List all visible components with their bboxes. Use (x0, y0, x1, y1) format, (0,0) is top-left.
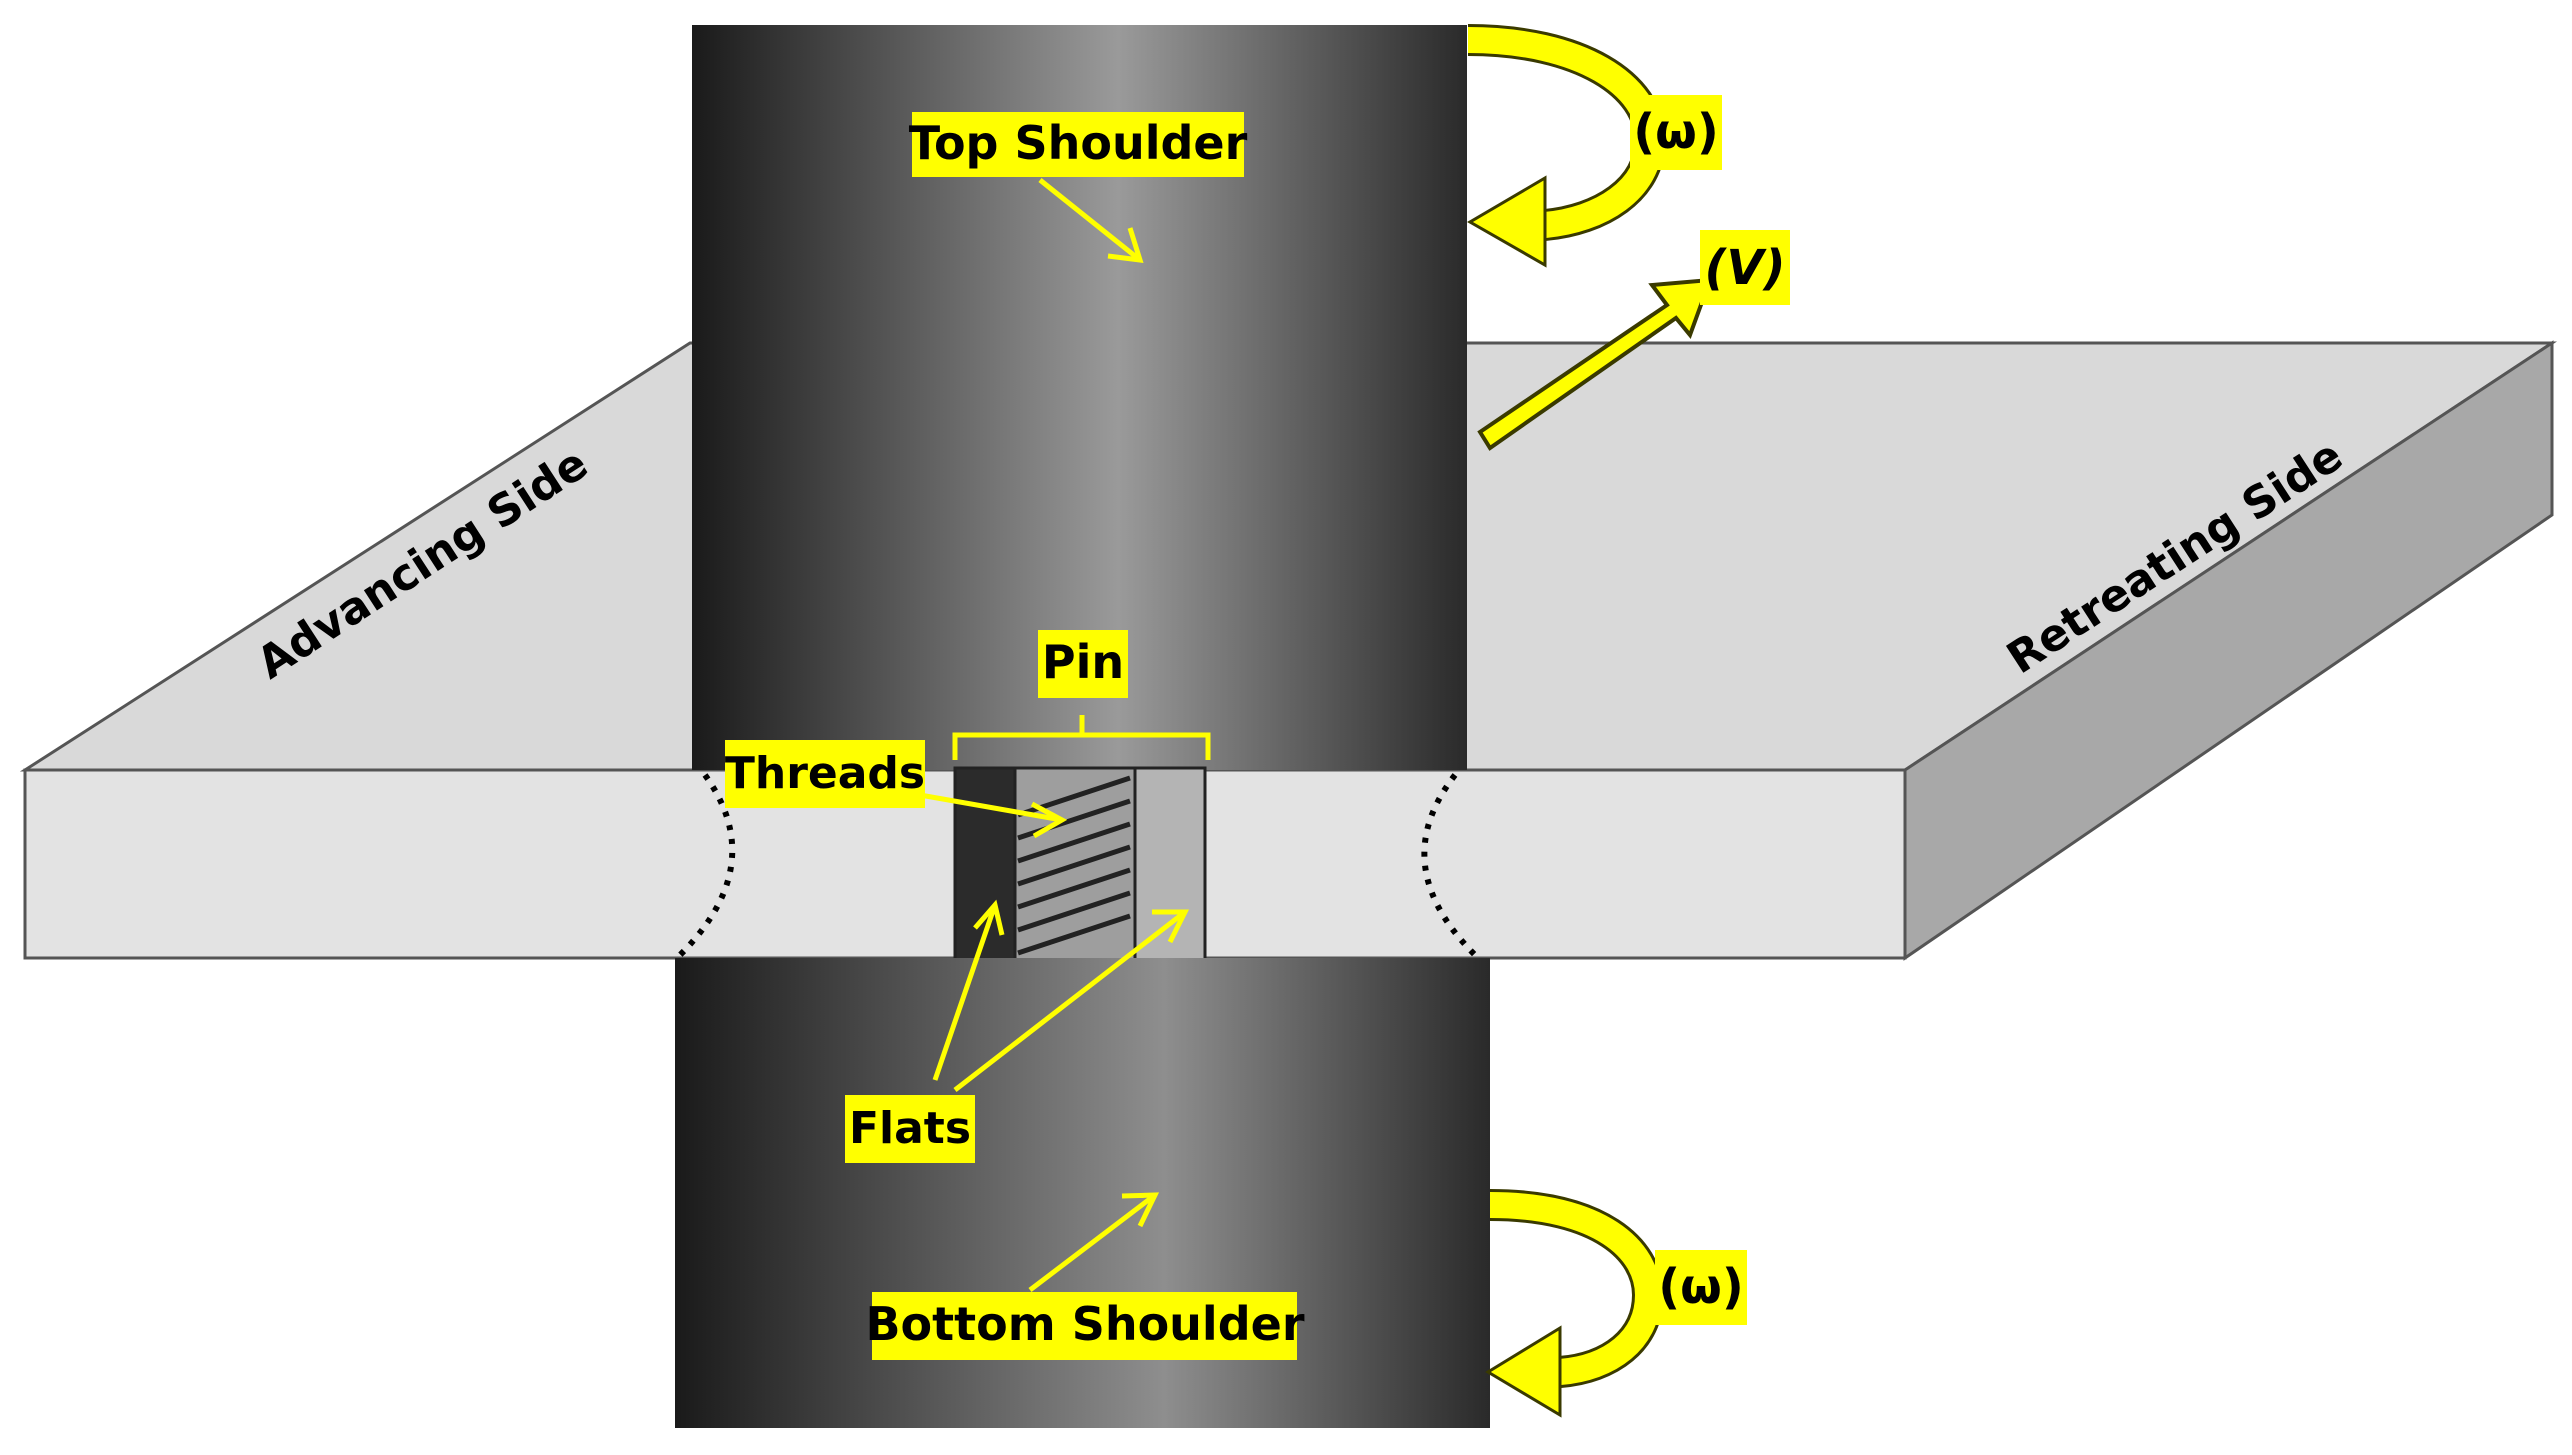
rotation-arrow-top (1467, 24, 1667, 268)
label-flats: Flats (845, 1095, 975, 1163)
bottom-shoulder-label: Bottom Shoulder (866, 1297, 1305, 1351)
label-threads: Threads (725, 740, 925, 808)
leader-arrows (919, 178, 1211, 1292)
label-pin: Pin (1038, 630, 1128, 698)
label-bottom-shoulder: Bottom Shoulder (866, 1292, 1305, 1360)
stir-zone-boundary-right (1421, 773, 1478, 958)
workpiece-plate: Advancing Side Retreating Side (19, 340, 2557, 961)
rotation-arrow-bottom (1485, 1189, 1665, 1418)
stir-zone-boundary-left (677, 773, 736, 958)
pin-flat-right (1133, 766, 1207, 962)
label-velocity: (V) (1700, 230, 1790, 305)
flats-label: Flats (849, 1103, 971, 1154)
label-top-shoulder: Top Shoulder (909, 112, 1248, 177)
label-rotation-top: (ω) (1630, 95, 1722, 170)
velocity-label: (V) (1704, 240, 1785, 296)
pin-label: Pin (1042, 635, 1124, 689)
label-rotation-bottom: (ω) (1655, 1250, 1747, 1325)
pin (953, 766, 1207, 962)
rotation-top-label: (ω) (1633, 104, 1719, 160)
velocity-arrow (1477, 277, 1713, 451)
threads-label: Threads (725, 748, 925, 799)
rotation-bottom-label: (ω) (1658, 1259, 1744, 1315)
top-shoulder-label: Top Shoulder (909, 116, 1248, 170)
